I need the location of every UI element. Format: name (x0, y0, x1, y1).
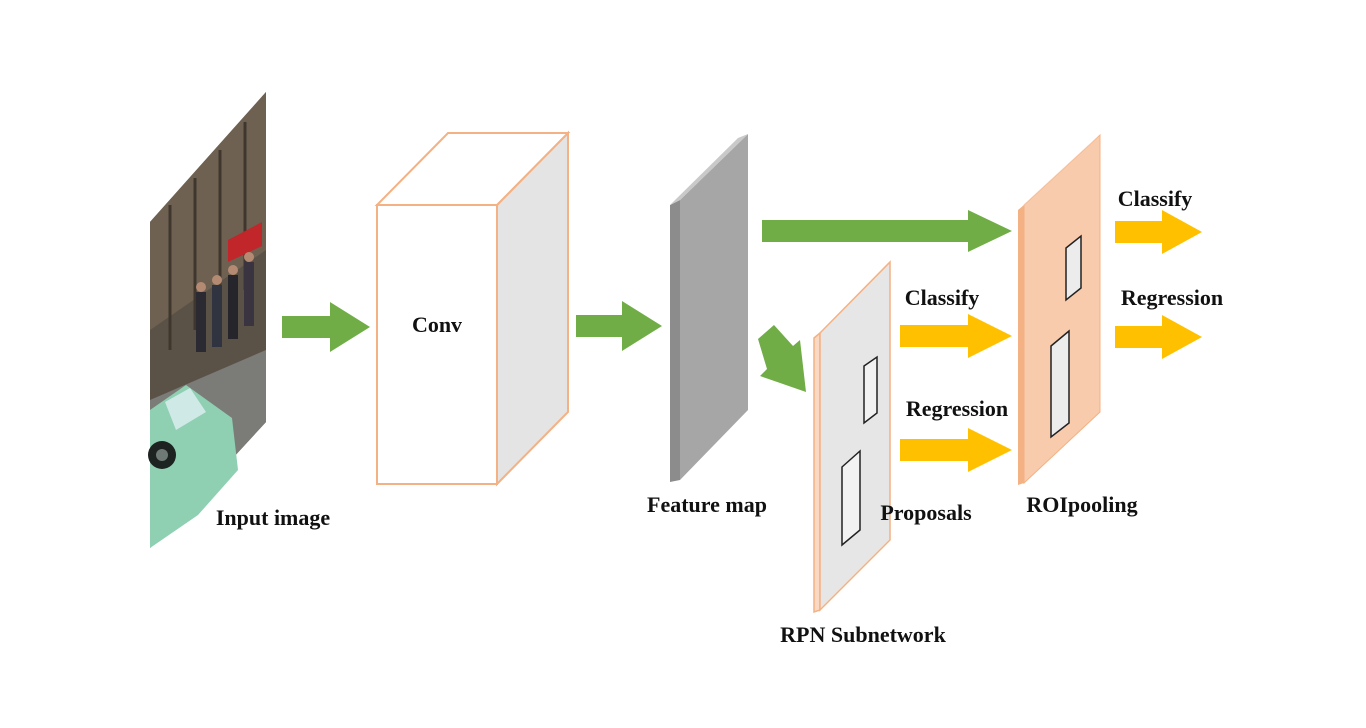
input-image-label: Input image (216, 505, 331, 530)
arrow-feature-to-roi (762, 210, 1012, 252)
rpn-panel (813, 260, 891, 614)
feature-map (670, 134, 748, 482)
rpn-classify-label: Classify (905, 285, 980, 310)
roi-pooling-panel (1018, 133, 1101, 485)
conv-block (374, 130, 571, 487)
roi-pooling-label: ROIpooling (1026, 492, 1137, 517)
feature-map-label: Feature map (647, 492, 767, 517)
output-classify-label: Classify (1118, 186, 1193, 211)
rpn-proposal-box-small (863, 355, 878, 425)
conv-label: Conv (412, 312, 462, 337)
rpn-proposal-box-large (841, 449, 861, 547)
arrow-rpn-classify (900, 314, 1012, 358)
arrow-conv-to-feature (576, 301, 662, 351)
rpn-subnetwork-label: RPN Subnetwork (780, 622, 946, 647)
input-image (148, 92, 266, 548)
arrow-output-regression (1115, 315, 1202, 359)
proposals-label: Proposals (880, 500, 972, 525)
arrow-input-to-conv (282, 302, 370, 352)
roi-box-small (1065, 234, 1082, 302)
rpn-regression-label: Regression (906, 396, 1008, 421)
arrow-feature-to-rpn (758, 325, 806, 392)
arrow-output-classify (1115, 210, 1202, 254)
arrow-rpn-regression (900, 428, 1012, 472)
output-regression-label: Regression (1121, 285, 1223, 310)
roi-box-large (1050, 329, 1070, 439)
